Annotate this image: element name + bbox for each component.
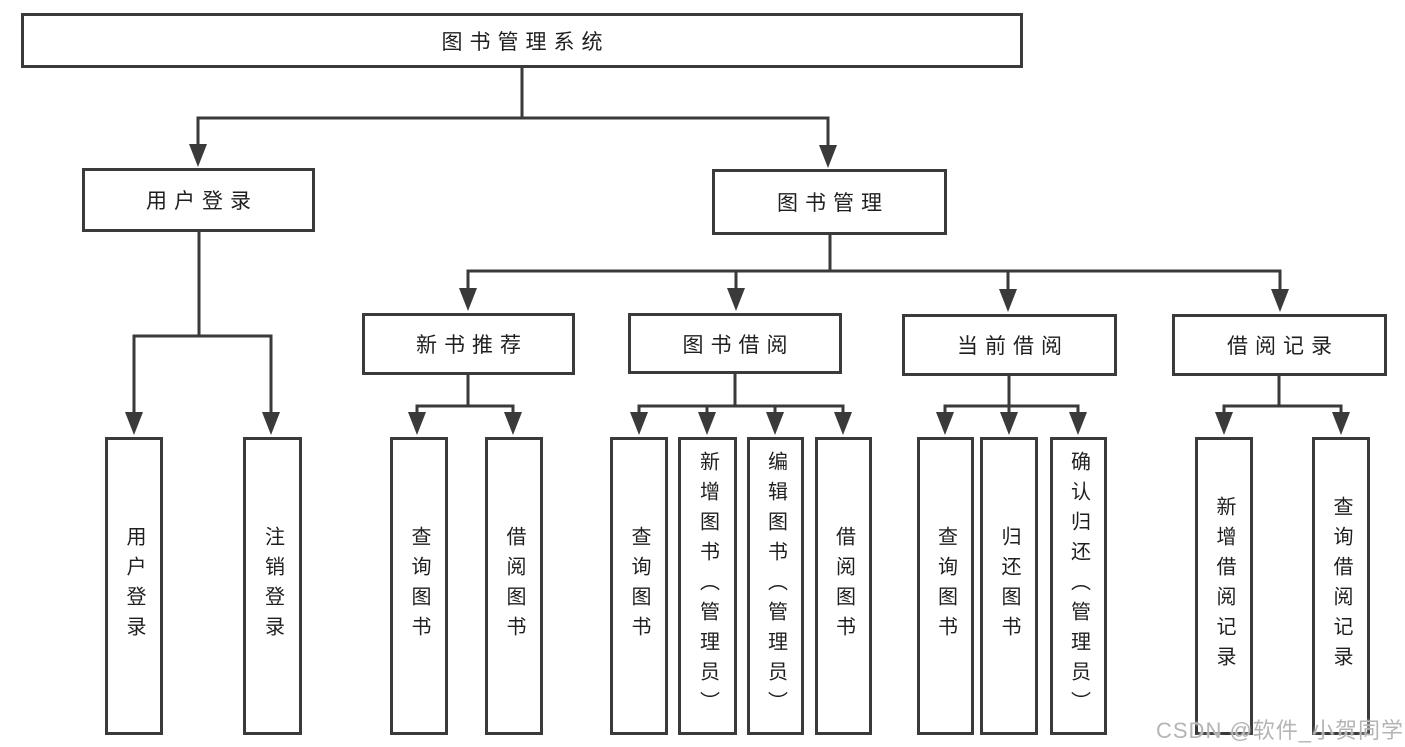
- leaf-query-books-current-label: 查询图书: [934, 526, 957, 646]
- leaf-borrow-books-2: 借阅图书: [815, 437, 872, 735]
- node-borrow-records-label: 借阅记录: [1227, 335, 1339, 358]
- leaf-query-books-current: 查询图书: [917, 437, 974, 735]
- node-book-management: 图书管理: [712, 169, 947, 235]
- leaf-query-books-borrow: 查询图书: [610, 437, 668, 735]
- node-book-borrow: 图书借阅: [628, 313, 842, 374]
- node-current-borrow-label: 当前借阅: [957, 335, 1069, 358]
- node-book-management-label: 图书管理: [777, 192, 889, 215]
- watermark: CSDN @软件_小贺同学: [1156, 718, 1405, 743]
- node-user-login-label: 用户登录: [146, 190, 258, 213]
- leaf-add-borrow-record-label: 新增借阅记录: [1213, 496, 1235, 676]
- node-book-borrow-label: 图书借阅: [682, 333, 795, 357]
- leaf-return-book: 归还图书: [980, 437, 1038, 735]
- node-borrow-records: 借阅记录: [1172, 314, 1387, 376]
- node-root-label: 图书管理系统: [441, 30, 610, 54]
- leaf-edit-book-admin: 编辑图书（管理员）: [747, 437, 804, 735]
- leaf-return-book-label: 归还图书: [998, 526, 1020, 646]
- leaf-confirm-return-admin-label: 确认归还（管理员）: [1067, 451, 1090, 721]
- leaf-edit-book-admin-label: 编辑图书（管理员）: [764, 451, 787, 721]
- node-new-book-recommend-label: 新书推荐: [416, 334, 528, 357]
- node-user-login: 用户登录: [82, 168, 315, 232]
- leaf-add-book-admin: 新增图书（管理员）: [678, 437, 737, 735]
- leaf-user-login: 用户登录: [105, 437, 163, 735]
- leaf-query-books-recommend: 查询图书: [390, 437, 448, 735]
- leaf-borrow-books-recommend: 借阅图书: [485, 437, 543, 735]
- leaf-add-book-admin-label: 新增图书（管理员）: [696, 451, 719, 721]
- leaf-confirm-return-admin: 确认归还（管理员）: [1050, 437, 1107, 735]
- leaf-logout-label: 注销登录: [261, 526, 284, 646]
- node-new-book-recommend: 新书推荐: [362, 313, 575, 375]
- leaf-borrow-books-recommend-label: 借阅图书: [503, 526, 525, 646]
- leaf-query-books-borrow-label: 查询图书: [628, 526, 650, 646]
- leaf-borrow-books-2-label: 借阅图书: [832, 526, 855, 646]
- leaf-query-books-recommend-label: 查询图书: [408, 526, 430, 646]
- node-root: 图书管理系统: [21, 13, 1023, 68]
- arrowheads: [125, 144, 1350, 435]
- leaf-query-borrow-record: 查询借阅记录: [1312, 437, 1370, 735]
- node-current-borrow: 当前借阅: [902, 314, 1117, 376]
- leaf-query-borrow-record-label: 查询借阅记录: [1330, 496, 1352, 676]
- leaf-user-login-label: 用户登录: [123, 526, 145, 646]
- leaf-logout: 注销登录: [243, 437, 302, 735]
- leaf-add-borrow-record: 新增借阅记录: [1195, 437, 1253, 735]
